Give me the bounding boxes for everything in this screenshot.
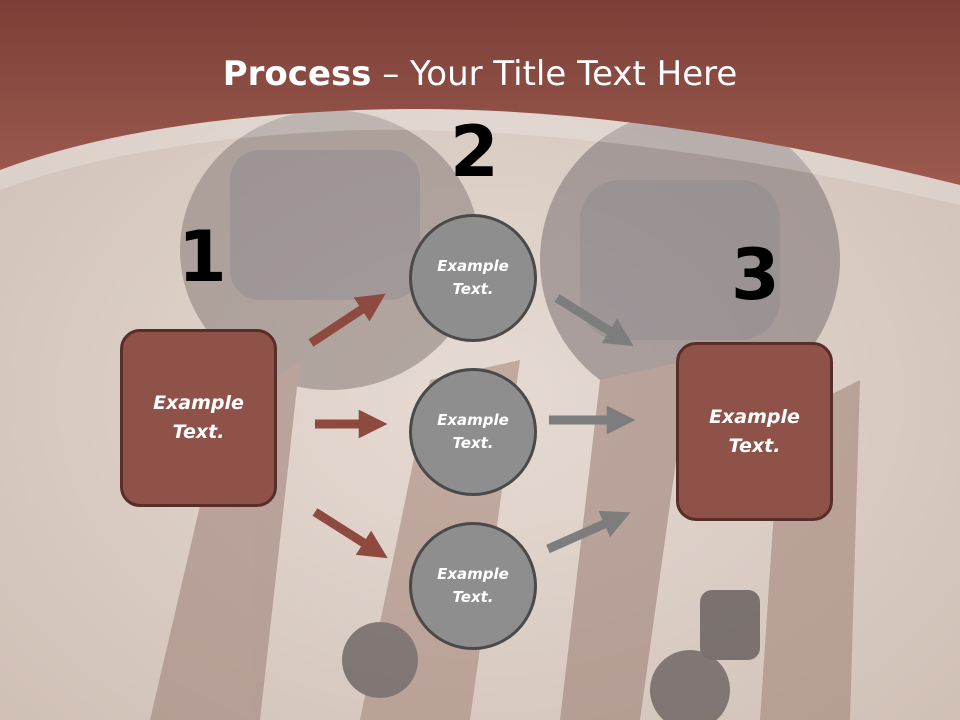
right-process-box: Example Text. [676,342,833,521]
right-box-label: Example Text. [709,405,800,457]
circle-bottom: Example Text. [409,522,537,650]
arrow-to-bottom-circle [312,508,388,559]
title-bold: Process [222,54,372,94]
circle-bottom-label: Example Text. [437,565,509,606]
circle-middle: Example Text. [409,368,537,496]
step-number-3: 3 [731,234,780,316]
circle-middle-label: Example Text. [437,411,509,452]
arrows-left [308,293,388,559]
arrows-right [546,294,636,554]
step-number-2: 2 [450,111,499,193]
circle-top: Example Text. [409,214,537,342]
circle-top-label: Example Text. [437,257,509,298]
left-box-label: Example Text. [153,392,244,443]
arrow-from-bottom-circle [546,510,631,554]
arrow-to-top-circle [308,293,386,347]
left-process-box: Example Text. [120,329,277,507]
title-rest: – Your Title Text Here [371,54,738,94]
slide-title: Process – Your Title Text Here [0,52,960,96]
arrow-from-top-circle [554,294,634,347]
step-number-1: 1 [178,216,227,298]
